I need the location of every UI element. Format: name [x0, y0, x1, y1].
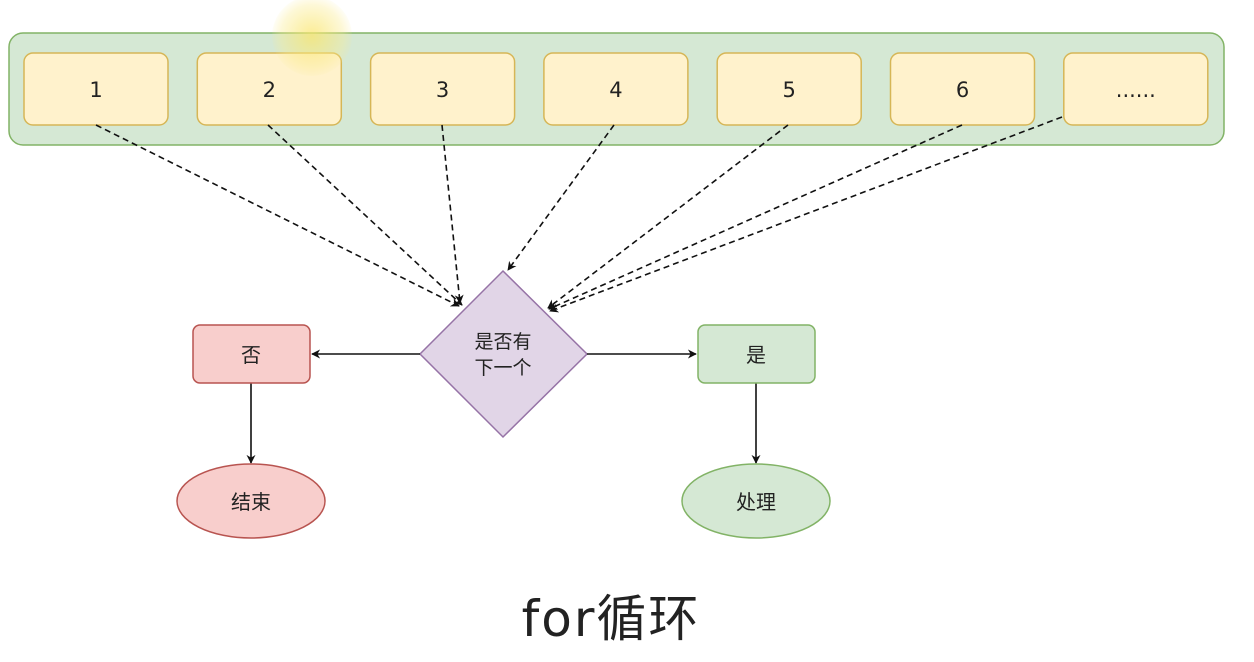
decision-label-line1: 是否有: [474, 331, 531, 353]
process-node: [681, 463, 831, 539]
decision-label-line2: 下一个: [474, 357, 531, 379]
yes-label: 是: [746, 343, 766, 367]
item-label-3: 3: [436, 78, 449, 102]
item-label-7: ......: [1116, 78, 1156, 102]
item-to-decision-edges: [95, 116, 1063, 313]
edge-item-2-to-decision: [267, 124, 463, 306]
edge-item-3-to-decision: [441, 124, 464, 304]
item-box-7: [1063, 52, 1209, 126]
process-label: 处理: [736, 490, 776, 514]
item-label-2: 2: [263, 78, 276, 102]
item-label-5: 5: [783, 78, 796, 102]
item-box-5: [716, 52, 862, 126]
item-box-6: [889, 52, 1036, 126]
no-label: 否: [241, 343, 261, 367]
edge-item-1-to-decision: [95, 124, 460, 307]
end-label: 结束: [231, 490, 271, 514]
item-box-4: [543, 52, 689, 126]
edge-item-6-to-decision: [548, 124, 963, 310]
yes-node: [697, 324, 816, 384]
items-group: 1 2 3 4 5 6......: [23, 52, 1209, 126]
no-node: [192, 324, 311, 384]
edge-item-4-to-decision: [507, 124, 615, 271]
cursor-highlight: [272, 0, 352, 76]
end-node: [176, 463, 326, 539]
diagram-title: for循环: [522, 590, 701, 648]
edge-item-7-to-decision: [549, 116, 1063, 313]
item-label-4: 4: [609, 78, 622, 102]
edge-item-5-to-decision: [547, 124, 789, 309]
item-label-1: 1: [89, 78, 102, 102]
decision-node: [418, 269, 589, 439]
item-label-6: 6: [956, 78, 969, 102]
